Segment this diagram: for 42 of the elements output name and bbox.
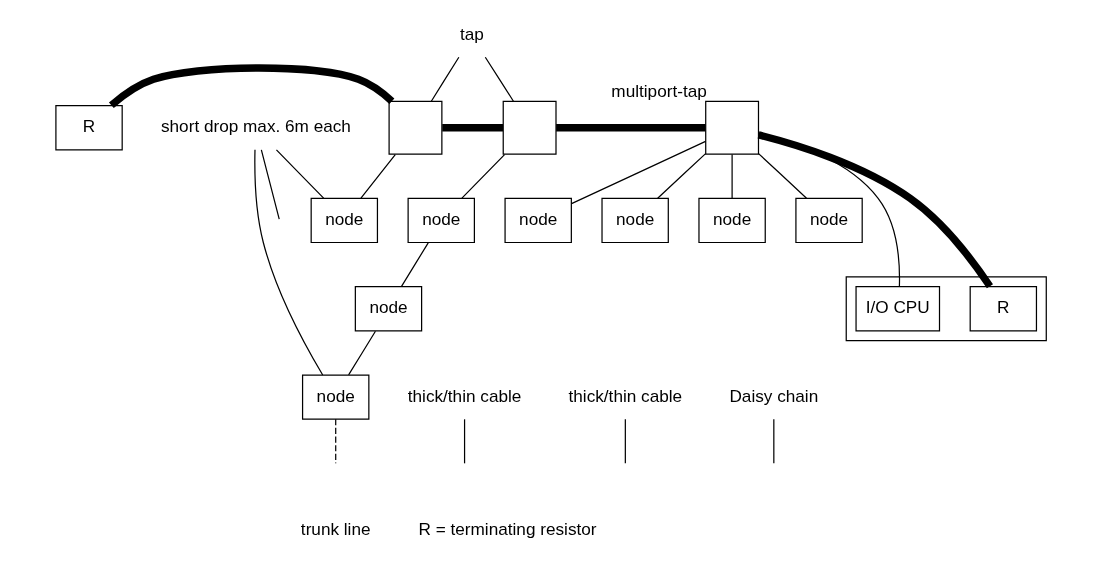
node-box: node (697, 197, 766, 244)
node-box (704, 100, 759, 155)
connector (757, 131, 993, 289)
connector (624, 418, 626, 464)
connector (400, 242, 429, 288)
node-box (388, 100, 442, 155)
node-box: node (407, 197, 475, 244)
cluster (845, 276, 1047, 342)
connector (460, 154, 505, 199)
connector (347, 330, 376, 376)
connector (359, 154, 396, 199)
node-box: R (969, 286, 1037, 332)
node-text: thick/thin cable (407, 385, 521, 406)
connector (253, 149, 323, 376)
connector (570, 140, 706, 205)
connector (463, 418, 465, 464)
connector (484, 56, 514, 102)
connector (108, 64, 394, 109)
node-box (502, 100, 557, 155)
node-box: node (600, 197, 669, 244)
connector (757, 153, 807, 199)
label: trunk line (300, 519, 371, 540)
node-text: short drop max. 6m each (160, 116, 351, 137)
connector (260, 149, 280, 220)
connector (656, 153, 706, 199)
connector (430, 56, 459, 102)
node-box: node (301, 374, 369, 420)
node-box: node (503, 197, 572, 244)
node-text: thick/thin cable (568, 385, 682, 406)
label: R = terminating resistor (418, 519, 597, 540)
connector (731, 154, 733, 199)
node-box: node (354, 286, 422, 332)
connector (334, 418, 336, 464)
node-box: I/O CPU (854, 286, 940, 332)
node-label: multiport-tap (610, 80, 707, 101)
node-text: tap (459, 23, 484, 44)
connector (275, 149, 324, 199)
node-box: node (794, 197, 863, 244)
node-box: node (310, 197, 378, 244)
connector (772, 418, 774, 464)
node-box: R (54, 105, 123, 151)
node-text: Daisy chain (728, 385, 818, 406)
